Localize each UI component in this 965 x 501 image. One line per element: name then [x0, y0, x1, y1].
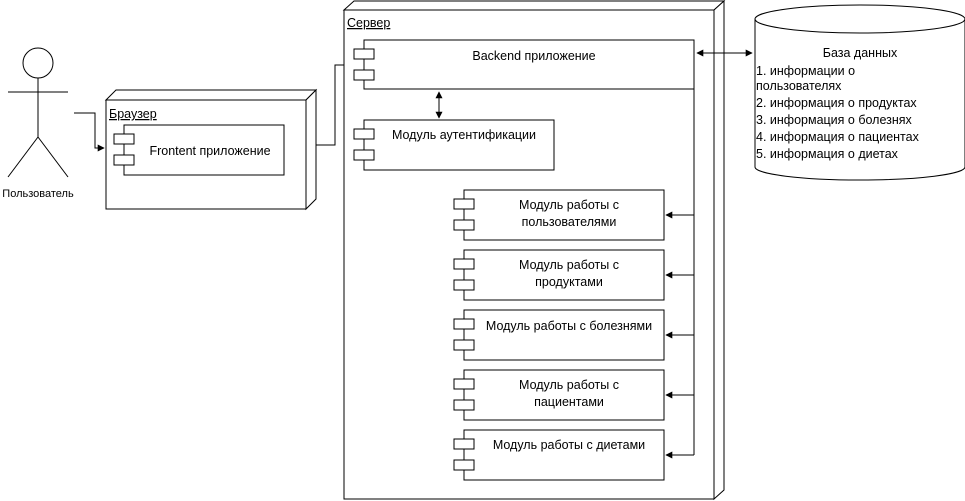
actor-label: Пользователь — [2, 188, 74, 200]
database-icon — [754, 4, 965, 181]
users-module-label-line1: Модуль работы с — [519, 198, 619, 212]
backend-component — [353, 39, 695, 90]
patients-module-label-line1: Модуль работы с — [519, 378, 619, 392]
database-line-1: 1. информации о — [756, 64, 855, 78]
database-title: База данных — [823, 46, 898, 60]
browser-title: Браузер — [109, 107, 157, 121]
actor-to-frontend-connector — [74, 112, 105, 152]
patients-module-label-line2: пациентами — [534, 395, 604, 409]
users-module-label-line2: пользователями — [522, 215, 617, 229]
database-line-3: 2. информация о продуктах — [756, 96, 917, 110]
database-line-6: 5. информация о диетах — [756, 147, 899, 161]
products-module-label-line1: Модуль работы с — [519, 258, 619, 272]
patients-module-component — [453, 369, 665, 421]
diets-module-component — [453, 429, 665, 481]
backend-label: Backend приложение — [472, 49, 595, 63]
database-line-5: 4. информация о пациентах — [756, 130, 920, 144]
products-module-component — [453, 249, 665, 301]
database-line-4: 3. информация о болезнях — [756, 113, 913, 127]
diets-module-label-line1: Модуль работы с диетами — [493, 438, 645, 452]
auth-module-label: Модуль аутентификации — [392, 128, 536, 142]
server-title: Сервер — [347, 16, 390, 30]
users-module-component — [453, 189, 665, 241]
auth-module-component — [353, 119, 555, 171]
frontend-label: Frontent приложение — [149, 144, 270, 158]
frontend-component — [113, 124, 285, 176]
products-module-label-line2: продуктами — [535, 275, 603, 289]
module-bus-connector — [665, 89, 695, 459]
database-line-2: пользователях — [756, 79, 842, 93]
diseases-module-label-line1: Модуль работы с болезнями — [486, 319, 652, 333]
diseases-module-component — [453, 309, 665, 361]
user-actor-icon — [7, 47, 69, 178]
